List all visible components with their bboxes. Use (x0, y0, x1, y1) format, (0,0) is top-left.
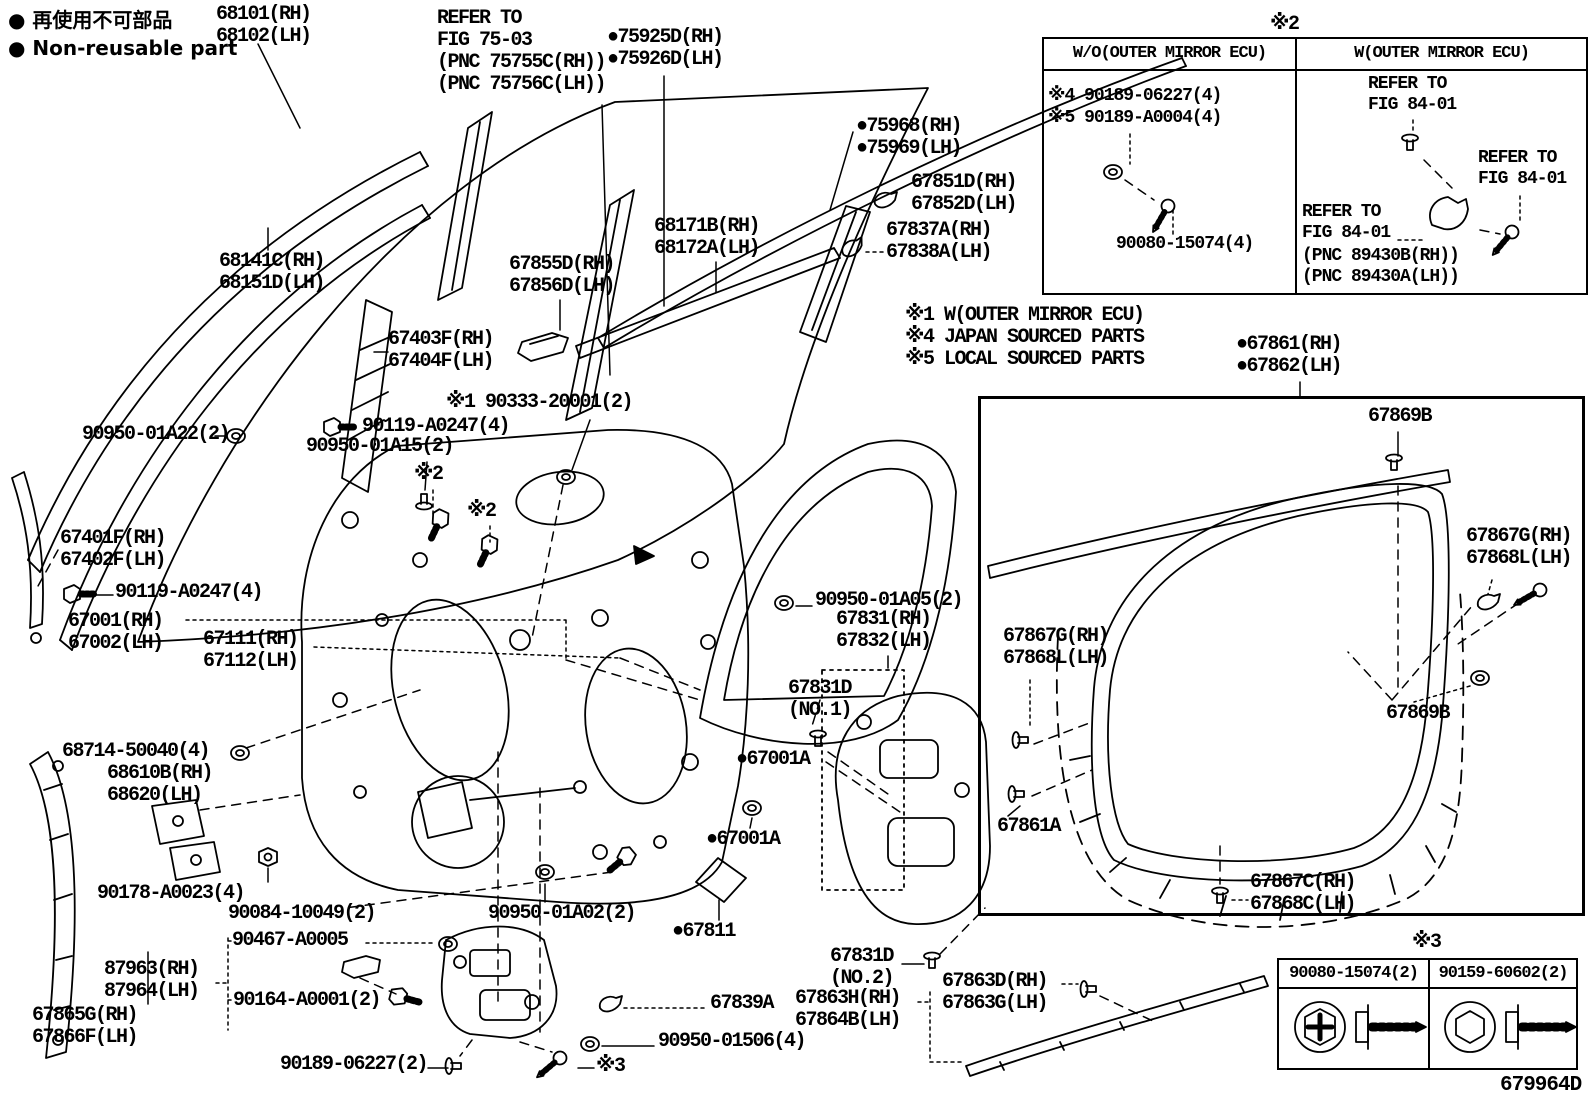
part-label-67831d-no1: 67831D (NO.1) (788, 677, 853, 722)
door-inner-panel (300, 429, 750, 905)
part-label-87963: 87963(RH) 87964(LH) (104, 958, 200, 1003)
part-label-90164: 90164-A0001(2) (233, 989, 382, 1012)
glass-run-67403 (341, 299, 393, 493)
part-label-67401f: 67401F(RH) 67402F(LH) (60, 527, 167, 572)
door-glass-outline (137, 87, 929, 643)
part-label-67855d: 67855D(RH) 67856D(LH) (509, 253, 616, 298)
part-label-90950-01a05: 90950-01A05(2) (815, 589, 964, 612)
table-part-90080-15074-4: 90080-15074(4) (1116, 234, 1254, 254)
part-label-67867g-left: 67867G(RH) 67868L(LH) (1003, 625, 1110, 670)
mirror-table-column-divider (1295, 39, 1297, 293)
ref-label-fig75-03: REFER TO FIG 75-03 (PNC 75755C(RH)) (PNC… (437, 7, 607, 96)
part-label-67867g-right: 67867G(RH) 67868L(LH) (1466, 525, 1573, 570)
screw-table-header-1: 90080-15074(2) (1289, 964, 1419, 983)
screw-spec-table: 90080-15074(2) 90159-60602(2) (1277, 958, 1578, 1070)
door-check-link (417, 780, 587, 839)
part-label-90333: ※1 90333-20001(2) (446, 391, 633, 414)
part-label-67831d-no2: 67831D (NO.2) (830, 945, 895, 990)
part-label-90189-06227: 90189-06227(2) (280, 1053, 429, 1076)
part-label-67839a: 67839A (710, 992, 775, 1015)
part-label-67851d: 67851D(RH) 67852D(LH) (911, 171, 1018, 216)
door-lock-assembly (440, 925, 558, 1039)
part-label-67403f: 67403F(RH) 67404F(LH) (388, 328, 495, 373)
ref-mark-3a: ※3 (596, 1055, 626, 1078)
part-label-68141c: 68141C(RH) 68151D(LH) (219, 250, 326, 295)
part-label-67867c: 67867C(RH) 67868C(LH) (1250, 871, 1357, 916)
table-ref-fig84-01-b: REFER TO FIG 84-01 (1478, 148, 1567, 189)
part-label-90467: 90467-A0005 (232, 929, 349, 952)
screw-table-header-divider (1279, 987, 1576, 989)
mirror-table-header-w: W(OUTER MIRROR ECU) (1354, 44, 1530, 63)
glass-cushion-67811-diamond (695, 857, 747, 903)
part-label-67863h: 67863H(RH) 67864B(LH) (795, 987, 902, 1032)
part-label-67811: ●67811 (672, 920, 737, 943)
ref-mark-2-table: ※2 (1270, 13, 1300, 36)
figure-code: 679964D (1500, 1074, 1582, 1097)
mirror-table-header-divider (1044, 69, 1586, 71)
legend-non-reusable: ● 再使用不可部品 ● Non-reusable part (8, 8, 238, 60)
part-label-90950-01a15: 90950-01A15(2) (306, 435, 455, 458)
part-label-90119-a0247-left: 90119-A0247(4) (115, 581, 264, 604)
screw-table-column-divider (1428, 960, 1430, 1068)
ref-mark-3-table: ※3 (1412, 931, 1442, 954)
part-label-90084: 90084-10049(2) (228, 902, 377, 925)
molding-clip-67855 (517, 332, 569, 362)
screw-table-header-2: 90159-60602(2) (1438, 964, 1569, 983)
part-label-75968: ●75968(RH) ●75969(LH) (856, 115, 963, 160)
table-ref-fig84-01-c: REFER TO FIG 84-01 (1302, 202, 1391, 243)
table-part-90189-a0004: ※5 90189-A0004(4) (1048, 108, 1222, 128)
part-label-67001a-lower: ●67001A (706, 828, 781, 851)
part-label-90950-01a22: 90950-01A22(2) (82, 423, 231, 446)
part-label-90950-01a02: 90950-01A02(2) (488, 902, 637, 925)
front-door-edge-channel (11, 471, 44, 644)
window-run-channels (27, 151, 431, 651)
part-label-67837a: 67837A(RH) 67838A(LH) (886, 219, 993, 264)
weatherstrip-detail-box (978, 396, 1585, 916)
part-label-68714: 68714-50040(4) (62, 740, 211, 763)
notes-block: ※1 W(OUTER MIRROR ECU) ※4 JAPAN SOURCED … (905, 304, 1145, 371)
part-label-68101: 68101(RH) 68102(LH) (216, 3, 312, 48)
part-label-75925d: ●75925D(RH) ●75926D(LH) (607, 26, 724, 71)
service-hole-cover-67831 (834, 691, 991, 925)
part-label-67861: ●67861(RH) ●67862(LH) (1236, 333, 1343, 378)
table-part-90189-06227-4: ※4 90189-06227(4) (1048, 86, 1222, 106)
table-ref-fig84-01-a: REFER TO FIG 84-01 (1368, 74, 1457, 115)
part-label-67831: 67831(RH) 67832(LH) (836, 608, 932, 653)
part-label-90119-a0247-top: 90119-A0247(4) (362, 415, 511, 438)
part-label-67111: 67111(RH) 67112(LH) (203, 628, 299, 673)
part-label-90178: 90178-A0023(4) (97, 882, 246, 905)
part-label-67865g: 67865G(RH) 67866F(LH) (32, 1004, 139, 1049)
mirror-ecu-table: W/O(OUTER MIRROR ECU) W(OUTER MIRROR ECU… (1042, 37, 1588, 295)
part-label-67861a: 67861A (997, 815, 1062, 838)
part-label-68610b: 68610B(RH) 68620(LH) (107, 762, 214, 807)
part-label-67863d: 67863D(RH) 67863G(LH) (942, 970, 1049, 1015)
part-label-68171b: 68171B(RH) 68172A(LH) (654, 215, 761, 260)
table-pnc-89430: (PNC 89430B(RH)) (PNC 89430A(LH)) (1302, 246, 1460, 287)
part-label-90950-01506: 90950-01506(4) (658, 1030, 807, 1053)
pillar-molding-75968 (799, 205, 871, 343)
belt-molding-68171 (575, 247, 841, 359)
ref-mark-2a: ※2 (414, 463, 444, 486)
part-label-67869b-top: 67869B (1368, 405, 1433, 428)
ref-mark-2b: ※2 (467, 500, 497, 523)
part-label-67001: 67001(RH) 67002(LH) (68, 610, 164, 655)
mirror-table-header-wo: W/O(OUTER MIRROR ECU) (1072, 44, 1267, 63)
part-label-67869b-mid: 67869B (1386, 702, 1451, 725)
part-label-67001a-upper: ●67001A (736, 748, 811, 771)
door-hinges (151, 799, 221, 881)
